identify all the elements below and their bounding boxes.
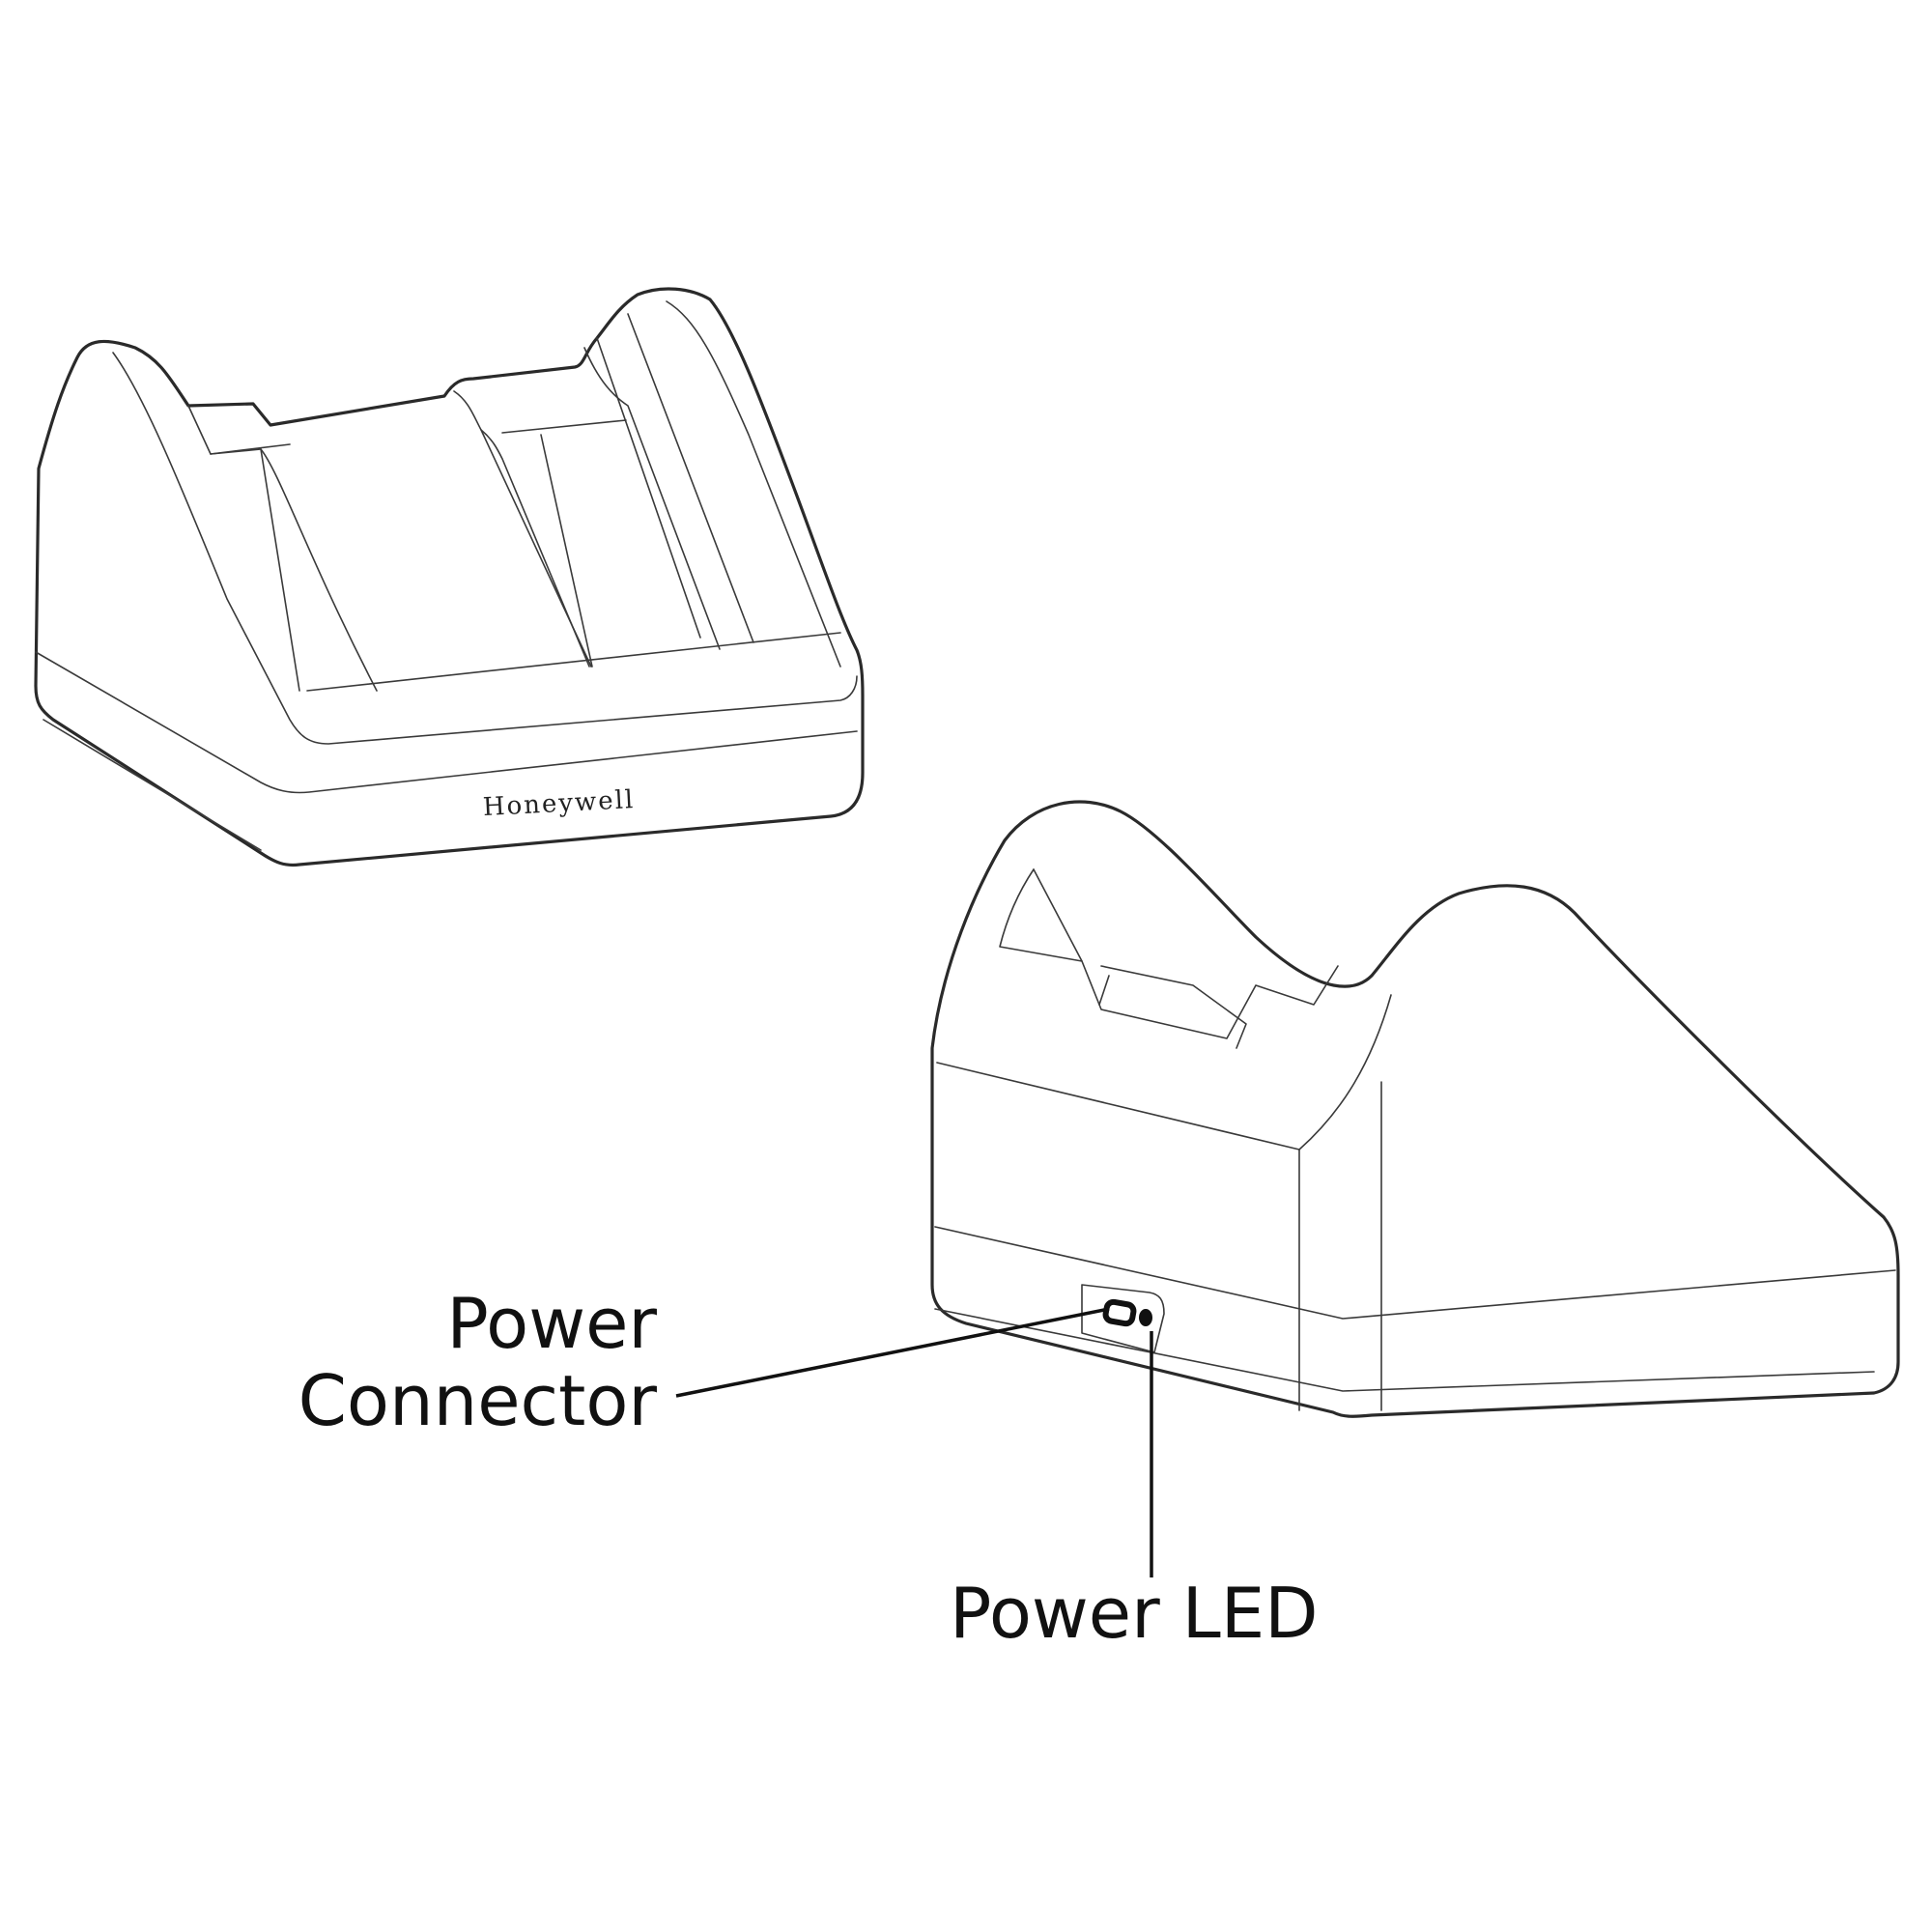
power-connector-label-line2: Connector [298,1360,658,1441]
power-connector-label-line1: Power [446,1283,657,1364]
brand-label: Honeywell [482,785,636,822]
front-view-cradle: Honeywell [34,287,865,867]
power-led-label: Power LED [950,1573,1319,1654]
usb-port-icon [1102,1298,1137,1327]
power-connector-leader [675,1307,1110,1398]
rear-view-cradle [930,800,1900,1418]
led-dot-icon [1139,1309,1152,1326]
